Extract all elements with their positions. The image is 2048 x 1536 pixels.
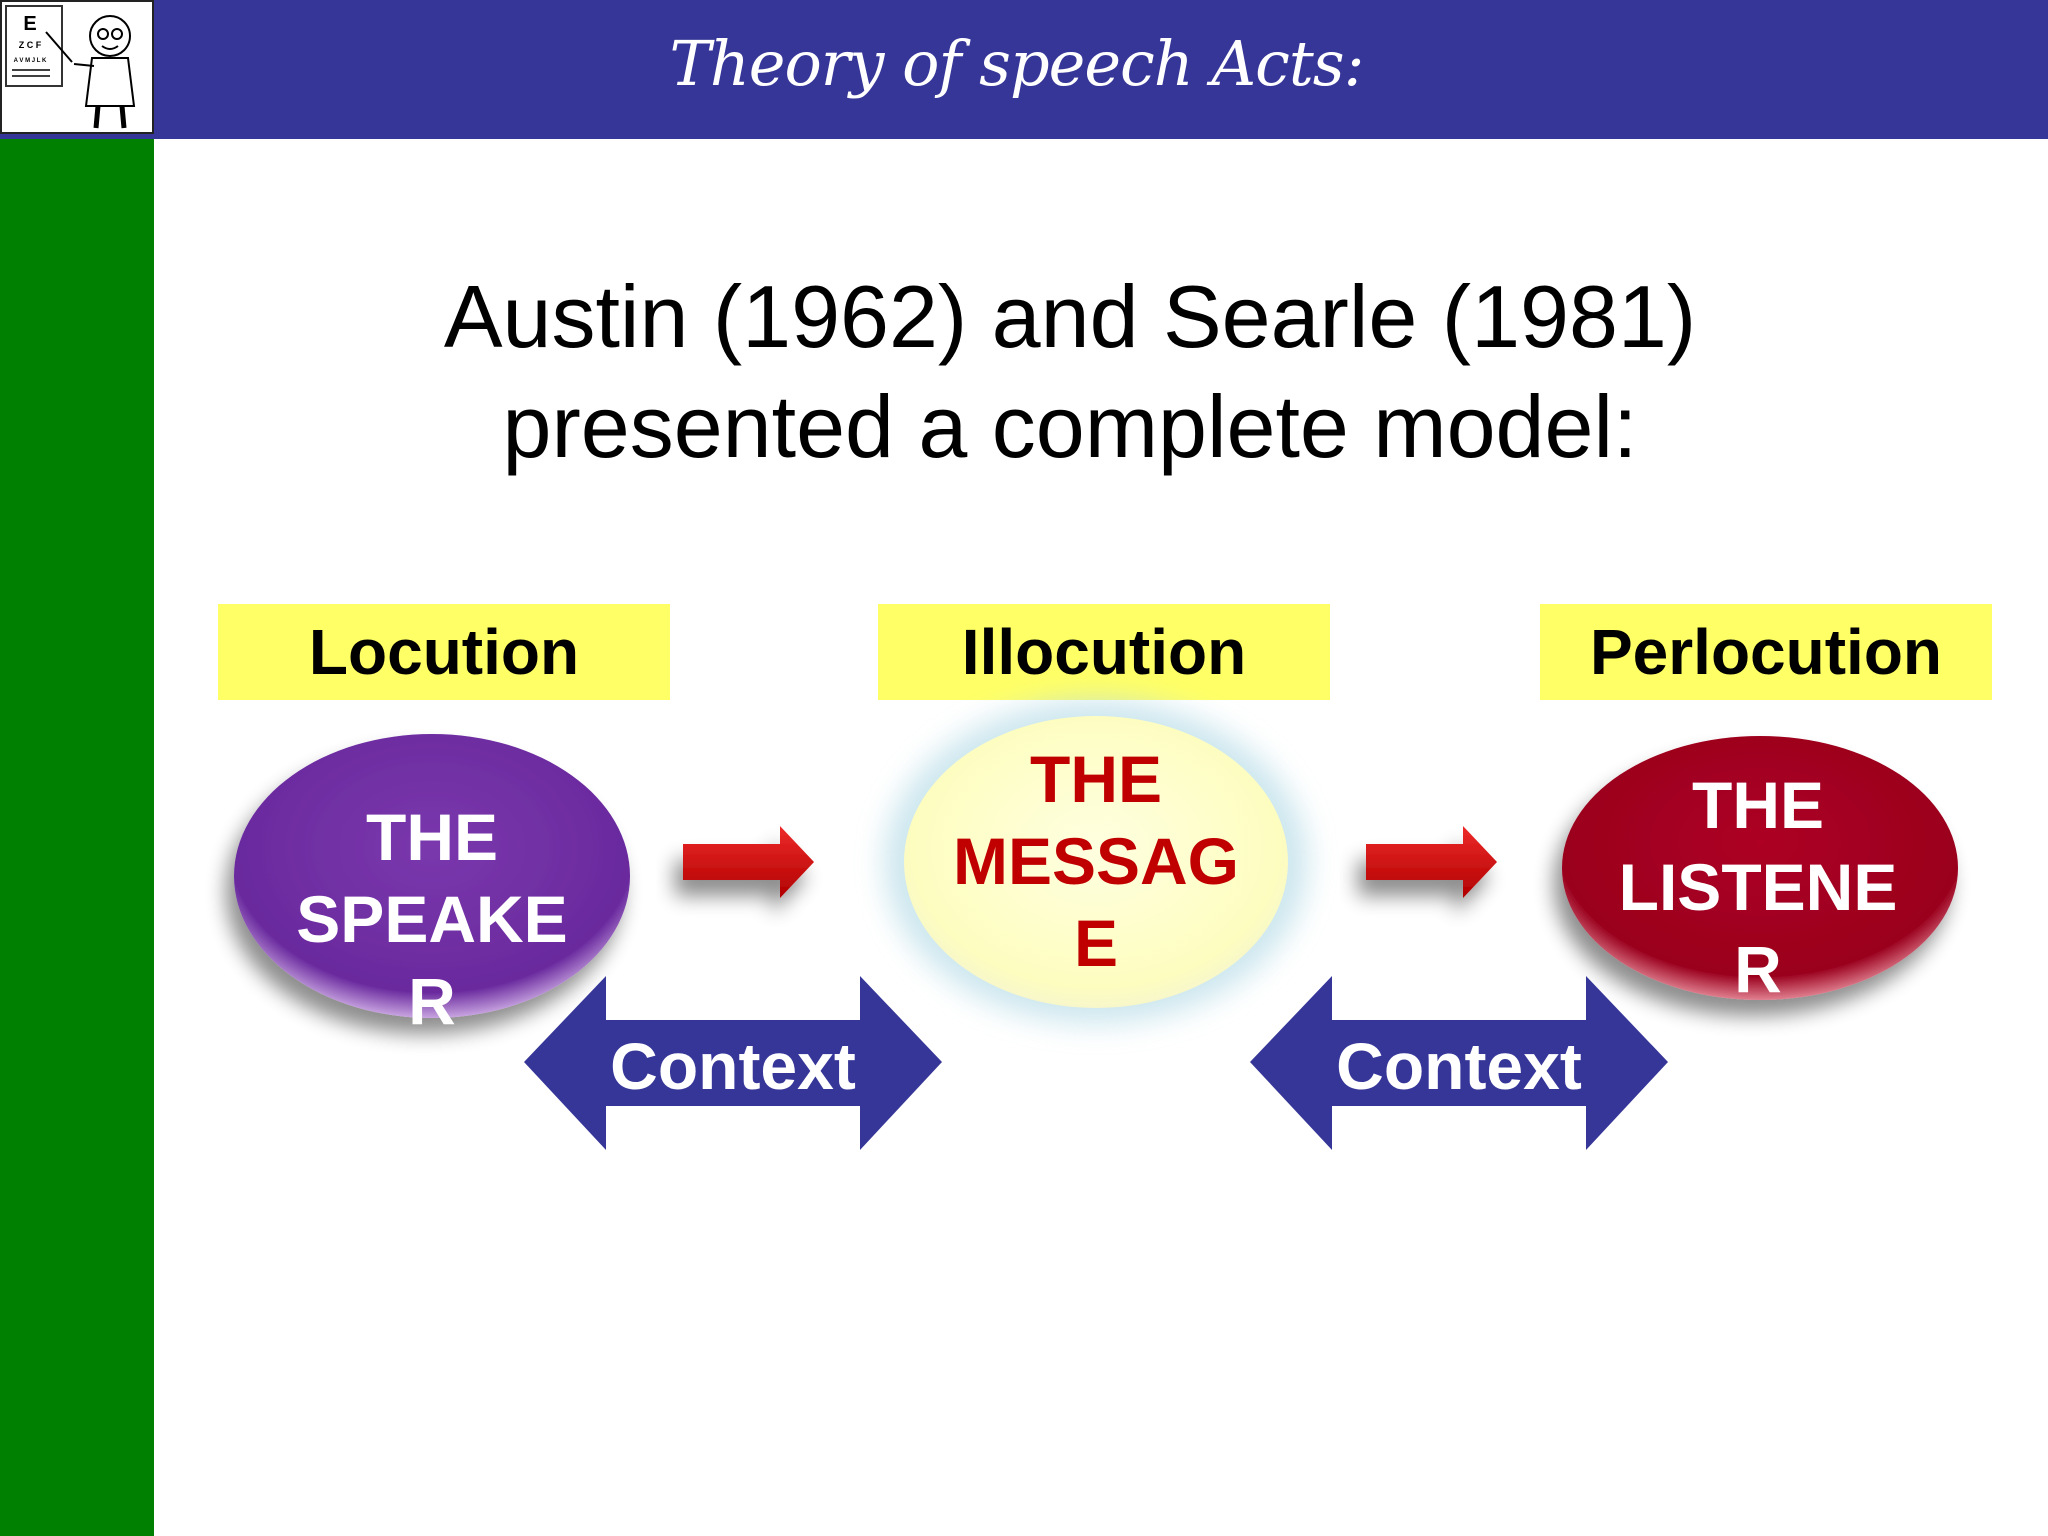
arrow-right-icon bbox=[1366, 826, 1497, 898]
listener-node bbox=[1562, 736, 1958, 1000]
eye-chart-row-3: A V M J L K bbox=[14, 58, 47, 64]
teacher-leg-right bbox=[119, 105, 127, 129]
listener-label-line-1: THE bbox=[1692, 768, 1824, 842]
speaker-label-line-1: THE bbox=[366, 800, 498, 874]
header-bar bbox=[0, 0, 2048, 139]
speaker-label-line-3: R bbox=[408, 964, 456, 1038]
context-label-right: Context bbox=[1336, 1029, 1582, 1103]
slide-title: Theory of speech Acts: bbox=[669, 27, 1364, 100]
speaker-label-line-2: SPEAKE bbox=[296, 882, 568, 956]
eye-chart-teacher-icon: E Z C F A V M J L K bbox=[5, 5, 136, 129]
eye-chart-row-2: Z C F bbox=[19, 40, 42, 50]
message-label-line-2: MESSAG bbox=[952, 824, 1240, 898]
teacher-arm bbox=[73, 63, 95, 67]
listener-label: THE LISTENE R bbox=[1588, 764, 1928, 1010]
message-label-line-3: E bbox=[1073, 906, 1119, 980]
stage-label-illocution: Illocution bbox=[878, 604, 1330, 700]
listener-label-line-2: LISTENE bbox=[1618, 850, 1898, 924]
pointer-stick bbox=[45, 31, 73, 63]
side-bar bbox=[0, 0, 154, 1536]
listener-label-line-3: R bbox=[1734, 932, 1782, 1006]
eye-chart-board bbox=[5, 5, 63, 87]
eye-chart-letter-e: E bbox=[23, 13, 36, 35]
teacher-leg-left bbox=[93, 105, 101, 129]
stage-label-perlocution: Perlocution bbox=[1540, 604, 1992, 700]
speaker-node bbox=[234, 734, 630, 1018]
message-node bbox=[904, 716, 1288, 1008]
logo: E Z C F A V M J L K bbox=[0, 0, 154, 134]
intro-text: Austin (1962) and Searle (1981) presente… bbox=[300, 262, 1840, 482]
teacher-glasses-right bbox=[111, 28, 123, 40]
double-arrow-icon bbox=[1250, 976, 1668, 1150]
context-label-left: Context bbox=[610, 1029, 856, 1103]
message-label: THE MESSAG E bbox=[920, 738, 1272, 984]
stage-label-locution: Locution bbox=[218, 604, 670, 700]
teacher-head bbox=[89, 15, 131, 57]
intro-line-2: presented a complete model: bbox=[502, 377, 1638, 476]
teacher-glasses-left bbox=[97, 28, 109, 40]
intro-line-1: Austin (1962) and Searle (1981) bbox=[443, 267, 1697, 366]
speaker-label: THE SPEAKE R bbox=[272, 796, 592, 1042]
teacher-body bbox=[84, 57, 136, 107]
double-arrow-icon bbox=[524, 976, 942, 1150]
teacher-mouth bbox=[101, 45, 119, 50]
arrow-right-icon bbox=[683, 826, 814, 898]
message-label-line-1: THE bbox=[1030, 742, 1162, 816]
